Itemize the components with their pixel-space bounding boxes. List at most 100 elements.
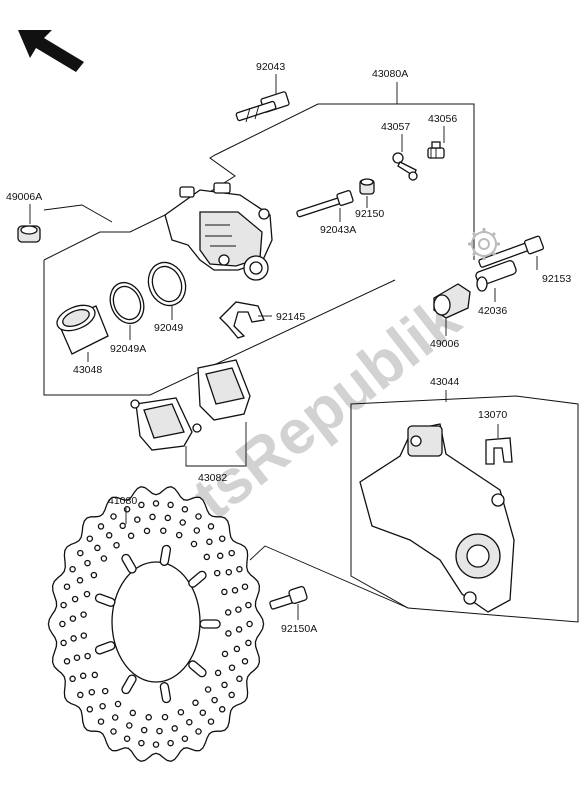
- disc-hole: [218, 706, 226, 713]
- disc-hole: [190, 540, 198, 548]
- disc-hole: [77, 691, 84, 699]
- front-direction-arrow-icon: [18, 30, 84, 72]
- seal-92049A: [109, 281, 145, 325]
- disc-hole: [195, 728, 202, 735]
- disc-hole: [140, 726, 148, 734]
- label-49006A: 49006A: [6, 191, 42, 203]
- disc-hole: [195, 513, 202, 520]
- disc-hole: [77, 549, 84, 557]
- disc-hole: [123, 735, 131, 742]
- label-92145: 92145: [276, 311, 305, 323]
- disc-hole: [80, 632, 88, 639]
- disc-hole: [126, 722, 133, 729]
- label-92043A: 92043A: [320, 224, 356, 236]
- disc-hole: [83, 590, 91, 598]
- disc-hole: [152, 500, 160, 507]
- cap-92150: [359, 178, 375, 195]
- disc-hole: [203, 553, 211, 561]
- disc-hole: [199, 709, 207, 716]
- disc-hole: [171, 725, 178, 732]
- disc-hole: [186, 718, 193, 726]
- disc-hole: [160, 527, 167, 534]
- disc-hole: [119, 522, 126, 530]
- disc-hole: [246, 620, 253, 628]
- disc-hole: [129, 709, 137, 717]
- label-92049: 92049: [154, 322, 183, 334]
- disc-hole: [111, 714, 119, 721]
- collar-42036: [475, 260, 517, 292]
- disc-hole: [164, 514, 172, 522]
- label-13070: 13070: [478, 409, 507, 421]
- disc-hole: [99, 702, 106, 710]
- disc-slot: [159, 544, 172, 566]
- caliper-body: [164, 182, 273, 281]
- disc-hole: [69, 565, 76, 573]
- spring-clip-92145: [219, 301, 265, 339]
- disc-hole: [145, 714, 152, 721]
- disc-hole: [88, 688, 96, 696]
- label-43057: 43057: [381, 121, 410, 133]
- disc-hole: [100, 555, 108, 562]
- bolt-92150A: [269, 586, 308, 610]
- disc-hole: [156, 727, 163, 735]
- disc-hole: [245, 639, 252, 647]
- disc-hole: [228, 664, 236, 671]
- disc-hole: [70, 635, 77, 642]
- gear-icon: [468, 228, 500, 260]
- disc-hole: [206, 538, 213, 546]
- label-43080A: 43080A: [372, 68, 408, 80]
- disc-hole: [192, 699, 199, 707]
- bracket-assembly-outline: [350, 395, 579, 623]
- bleeder-link-43057: [392, 152, 418, 181]
- disc-hole: [235, 626, 243, 633]
- disc-hole: [73, 654, 81, 661]
- disc-hole: [167, 501, 174, 509]
- label-43044: 43044: [430, 376, 459, 388]
- disc-hole: [204, 686, 212, 693]
- disc-hole: [90, 571, 98, 579]
- disc-hole: [86, 706, 94, 713]
- disc-hole: [63, 583, 71, 590]
- disc-hole: [221, 650, 229, 658]
- disc-hole: [179, 519, 186, 526]
- disc-hole: [161, 713, 169, 721]
- disc-hole: [228, 691, 235, 699]
- caliper-assembly-outline: [43, 103, 475, 396]
- leader-43082: [185, 422, 247, 467]
- disc-hole: [101, 687, 109, 695]
- disc-hole: [241, 583, 249, 590]
- disc-hole: [105, 532, 113, 539]
- disc-slot: [199, 619, 221, 629]
- bolt-92153: [478, 235, 544, 268]
- disc-hole: [76, 577, 84, 584]
- disc-hole: [59, 620, 66, 628]
- disc-slot: [121, 674, 137, 695]
- disc-hole: [71, 595, 79, 603]
- label-41080: 41080: [108, 495, 137, 507]
- seal-92049: [147, 261, 187, 307]
- label-92049A: 92049A: [110, 343, 146, 355]
- label-43056: 43056: [428, 113, 457, 125]
- bracket-guide-line: [249, 545, 409, 609]
- disc-hole: [69, 675, 76, 683]
- disc-hole: [214, 669, 222, 677]
- disc-hole: [84, 559, 91, 567]
- brake-disc-41080: [47, 486, 265, 762]
- disc-hole: [143, 527, 151, 535]
- disc-slot: [159, 682, 172, 704]
- disc-hole: [123, 506, 131, 513]
- disc-hole: [80, 611, 87, 618]
- disc-hole: [69, 615, 77, 622]
- label-92153: 92153: [542, 273, 571, 285]
- boot-49006: [433, 283, 471, 319]
- disc-hole: [97, 718, 105, 725]
- label-43048: 43048: [73, 364, 102, 376]
- disc-hole: [225, 568, 233, 576]
- disc-hole: [177, 708, 185, 716]
- disc-hole: [110, 728, 117, 735]
- label-49006: 49006: [430, 338, 459, 350]
- disc-hole: [91, 671, 99, 679]
- disc-hole: [181, 506, 189, 513]
- disc-hole: [114, 700, 122, 708]
